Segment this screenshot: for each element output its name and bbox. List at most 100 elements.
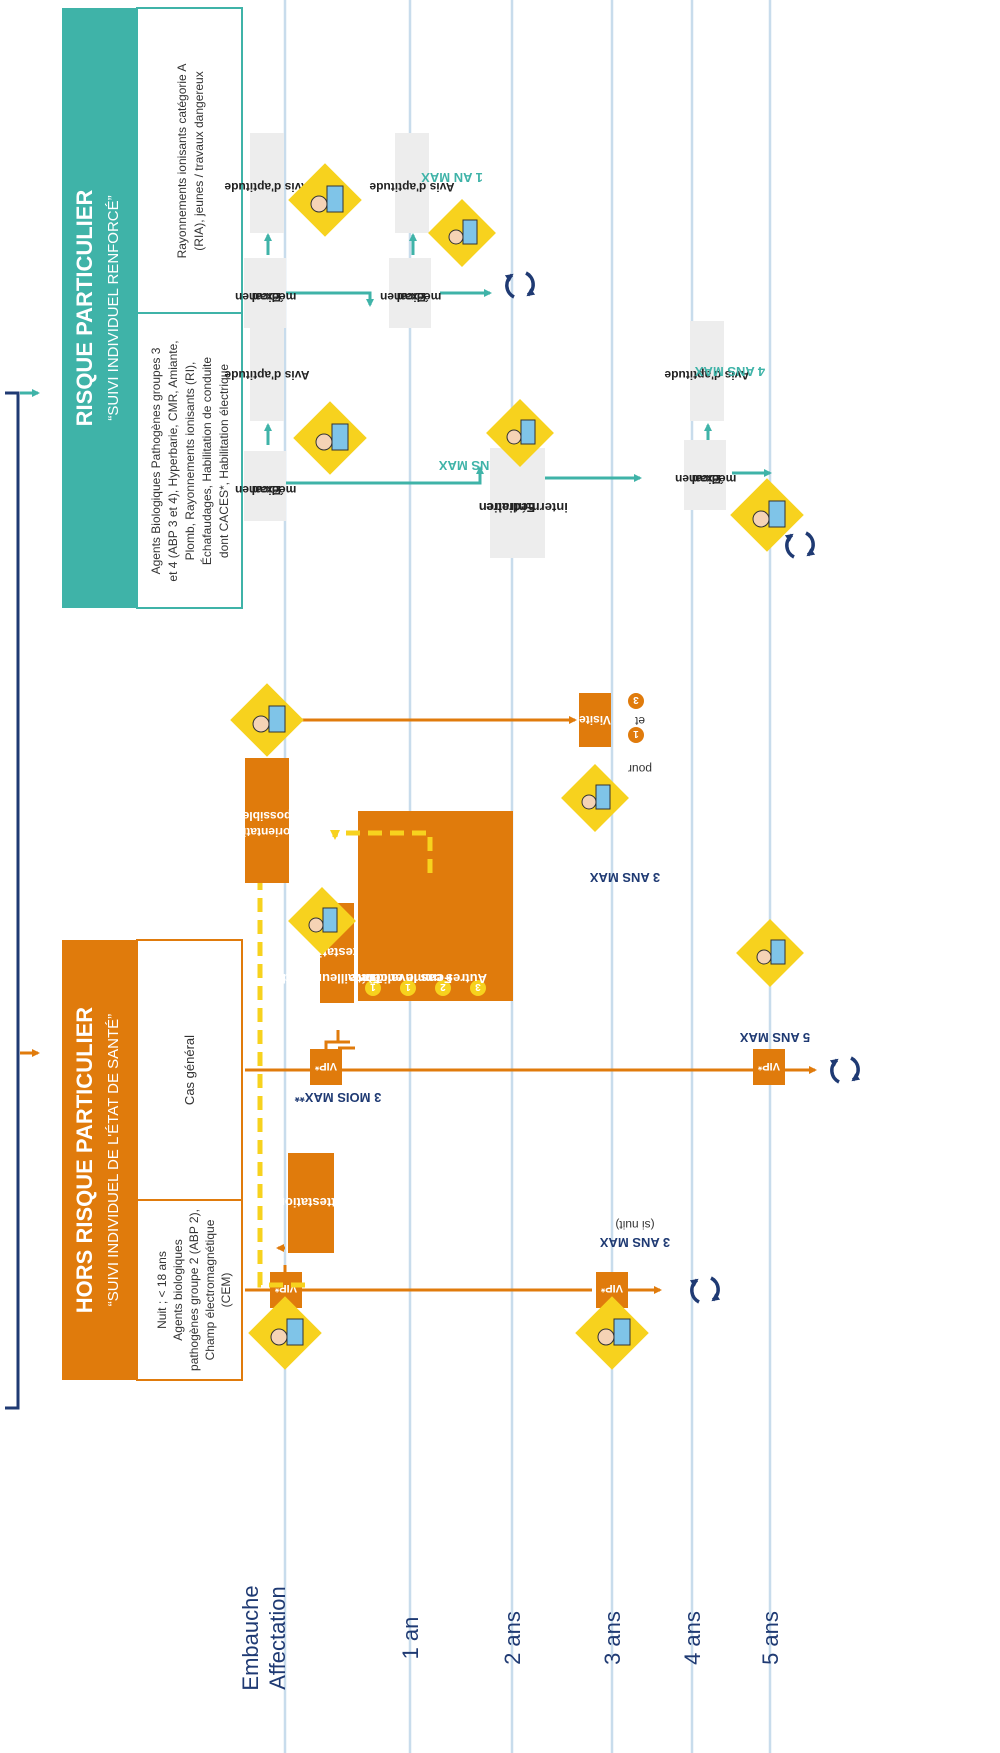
group-a-line-1: Agents Biologiques Pathogènes groupes 3 (149, 347, 163, 574)
hors-risque-subtitle: “SUIVI INDIVIDUEL DE L'ÉTAT DE SANTÉ” (105, 1014, 122, 1306)
reorientation-label-1: Réorientation (228, 825, 305, 839)
case-femme-num: 2 (440, 981, 446, 992)
special-cases-list: 1 Travailleur handicapé 1 Invalidité 2 F… (249, 971, 487, 996)
group-b-examen-2-line-2: médical (397, 290, 442, 304)
visite-label: Visite (579, 713, 611, 727)
visite-pour-num-1: 1 (633, 728, 639, 739)
nuit-vip-2: VIP* (596, 1272, 628, 1308)
case-invalidite-label: Invalidité (361, 971, 417, 986)
group-b-avis-2: Avis d'aptitude (369, 133, 455, 233)
reorientation-box: Réorientation possible (228, 758, 306, 883)
group-a-examen-1: Examen médical (235, 451, 296, 521)
label-embauche: Embauche (238, 1585, 263, 1690)
label-5-ans: 5 ans (758, 1611, 783, 1665)
doctor-icon-group-a-1 (293, 401, 367, 475)
group-b-line-2: (RIA), jeunes / travaux dangereux (192, 71, 206, 250)
group-a-examen-2: Examen médical (675, 440, 736, 510)
visite-pour: pour 1 et 3 (628, 693, 652, 776)
si-nuit-label: (si nuit) (615, 1218, 654, 1232)
case-1-num: 1 (370, 981, 376, 992)
renew-icon-general (829, 1056, 861, 1084)
case-invalidite-num: 1 (405, 981, 411, 992)
group-b-line-1: Rayonnements ionisants catégorie A (175, 64, 189, 259)
case-1-travailleur: 1 Travailleur handicapé (249, 971, 382, 996)
examen-1-line-1: Examen (235, 483, 281, 497)
avis-1-label: Avis d'aptitude (224, 368, 309, 382)
group-a-avis-2: Avis d'aptitude (664, 321, 750, 421)
risque-header: RISQUE PARTICULIER “SUIVI INDIVIDUEL REN… (62, 7, 243, 609)
hors-risque-group-nuit: Nuit ; < 18 ans Agents biologiques patho… (155, 1209, 233, 1371)
risque-title: RISQUE PARTICULIER (72, 190, 97, 427)
group-a-line-5: dont CACES*, Habilitation électrique (217, 364, 231, 558)
nuit-line-1: Nuit ; < 18 ans (155, 1251, 169, 1329)
nuit-line-5: (CEM) (219, 1273, 233, 1308)
entretien-line-2: intermédiaire (486, 500, 568, 515)
risque-group-b: Rayonnements ionisants catégorie A (RIA)… (175, 64, 206, 259)
group-b-avis-2-label: Avis d'aptitude (369, 180, 454, 194)
cas-general-label: Cas général (182, 1035, 197, 1105)
timeline-labels: Embauche Affectation 1 an 2 ans 3 ans 4 … (238, 1585, 783, 1690)
an-max-1-label: 1 AN MAX (421, 170, 483, 185)
reorientation-dashed-paths (257, 830, 433, 1288)
renew-icon-group-a (784, 531, 816, 559)
hors-risque-title: HORS RISQUE PARTICULIER (72, 1007, 97, 1314)
ans-max-4-label: 4 ANS MAX (695, 364, 766, 379)
visite-pour-num-3: 3 (633, 694, 639, 705)
ans-max-3-label: 3 ANS MAX (600, 1235, 671, 1250)
label-2-ans: 2 ans (500, 1611, 525, 1665)
attestation-nuit: Attestation (277, 1153, 345, 1253)
doctor-icon-visite (561, 764, 629, 832)
ans-max-5-label: 5 ANS MAX (740, 1030, 811, 1045)
group-a-avis-1: Avis d'aptitude (224, 321, 310, 421)
renew-icon-nuit (689, 1276, 721, 1304)
doctor-icon-3ans-nuit (575, 1296, 649, 1370)
examen-2-line-2: médical (692, 472, 737, 486)
doctor-icon-reorientation (230, 683, 304, 757)
general-vip-2-label: VIP* (757, 1060, 780, 1072)
group-a-line-3: Plomb, Rayonnements ionisants (RI), (183, 362, 197, 561)
nuit-line-2: Agents biologiques (171, 1239, 185, 1340)
group-b-examen-1-line-2: médical (252, 290, 297, 304)
case-femme-label: Femme enceinte (350, 971, 452, 986)
doctor-icon-embauche-nuit (248, 1296, 322, 1370)
ans-max-3b-label: 3 ANS MAX (590, 870, 661, 885)
visite-et-label: et (634, 714, 645, 728)
timeline-gridlines (283, 0, 772, 1753)
entretien-box: Entretien intermédiaire (479, 448, 568, 558)
label-3-ans: 3 ans (600, 1611, 625, 1665)
group-a-line-2: et 4 (ABP 3 et 4), Hyperbarie, CMR, Amia… (166, 340, 180, 581)
risque-group-a: Agents Biologiques Pathogènes groupes 3 … (149, 340, 231, 581)
risque-subtitle: “SUIVI INDIVIDUEL RENFORCÉ” (105, 195, 122, 420)
doctor-icon-group-b-2 (428, 199, 496, 267)
examen-2-line-1: Examen (675, 472, 721, 486)
general-vip-2: VIP* (753, 1049, 785, 1085)
nuit-line-3: pathogènes groupe 2 (ABP 2), (187, 1209, 201, 1371)
case-autres-num: 3 (475, 981, 481, 992)
label-4-ans: 4 ans (680, 1611, 705, 1665)
top-split-bracket (5, 389, 40, 1410)
examen-1-line-2: médical (252, 483, 297, 497)
group-b-avis-1: Avis d'aptitude (224, 133, 310, 233)
group-b-avis-1-label: Avis d'aptitude (224, 180, 309, 194)
nuit-line-4: Champ électromagnétique (203, 1219, 217, 1360)
group-a-line-4: Échafaudages, Habilitation de conduite (199, 357, 214, 565)
case-autres: 3 Autres cas (421, 971, 487, 996)
general-vip-1: VIP* (310, 1049, 342, 1085)
avis-2-label: Avis d'aptitude (664, 368, 749, 382)
nuit-vip-2-label: VIP* (600, 1282, 623, 1294)
doctor-icon-group-a-2 (730, 478, 804, 552)
attestation-nuit-label: Attestation (277, 1195, 345, 1210)
label-affectation: Affectation (265, 1586, 290, 1690)
reorientation-label-2: possible (242, 809, 291, 823)
label-1-an: 1 an (398, 1617, 423, 1660)
group-b-examen-2: Examen médical (380, 258, 441, 328)
group-b-examen-1-line-1: Examen (235, 290, 281, 304)
mois-max-label: 3 MOIS MAX** (294, 1090, 382, 1105)
special-cases-box (358, 811, 513, 1001)
visite-box: Visite (579, 693, 611, 747)
ans-max-3-si-nuit: 3 ANS MAX (si nuit) (600, 1218, 671, 1250)
entretien-line-1: Entretien (479, 500, 535, 515)
hors-risque-header: HORS RISQUE PARTICULIER “SUIVI INDIVIDUE… (62, 939, 243, 1381)
